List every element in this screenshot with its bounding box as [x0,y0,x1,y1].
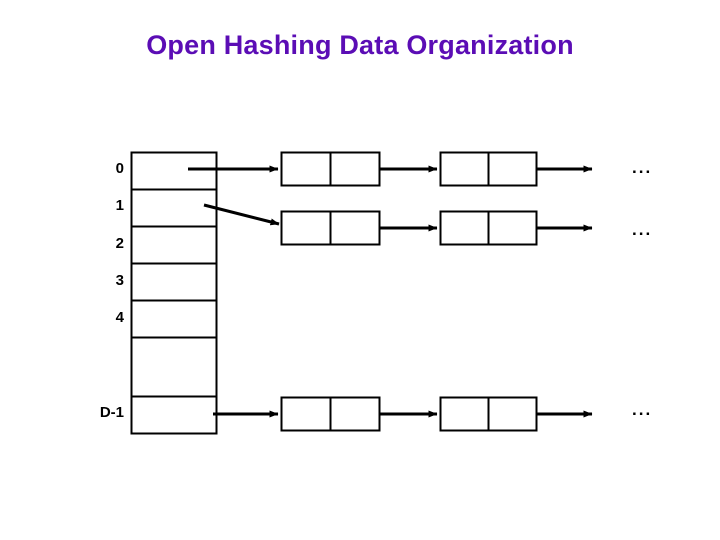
bucket-array-outline [130,151,218,435]
slot-label-4: 4 [115,309,124,326]
pointer-slot1-to-node1 [203,203,280,226]
slot-label-0: 0 [115,160,124,177]
slot-label-3: 3 [115,272,124,289]
chain-row-1 [203,203,593,246]
chain-node-d-2 [439,396,538,432]
chain-row-d-minus-1 [213,396,593,432]
chain-continuation-row0: ... [632,158,653,177]
slot-label-1: 1 [115,197,124,214]
page-title: Open Hashing Data Organization [146,30,574,60]
chain-node-1-1 [280,210,381,246]
chain-node-0-1 [280,151,381,187]
chain-node-0-2 [439,151,538,187]
slot-label-2: 2 [115,235,124,252]
chain-node-d-1 [280,396,381,432]
chain-continuation-row2: ... [632,220,653,239]
slot-label-d-minus-1: D-1 [99,404,124,421]
chain-node-1-2 [439,210,538,246]
chain-continuation-row-dminus1: ... [632,400,653,419]
chain-row-0 [188,151,593,187]
